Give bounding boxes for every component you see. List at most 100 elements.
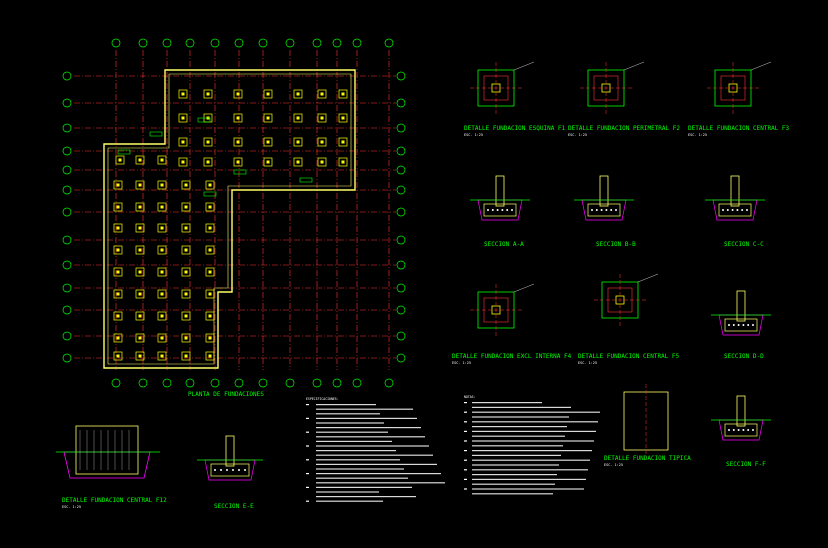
grid-bubble-top: [185, 38, 195, 48]
footing-pad: [181, 289, 191, 299]
note-bullet: [306, 417, 309, 419]
detail-f1-scale: ESC. 1:25: [464, 133, 483, 137]
foundation-details: [56, 61, 772, 481]
column: [296, 92, 300, 96]
column: [341, 140, 345, 144]
column: [160, 158, 164, 162]
grid-bubble-right: [396, 71, 406, 81]
footing-pad: [293, 137, 303, 147]
footing-pad: [317, 89, 327, 99]
column: [116, 270, 120, 274]
column: [160, 270, 164, 274]
detail-leader: [750, 61, 772, 71]
note-line: [316, 445, 429, 447]
section-rebar: [501, 209, 504, 211]
footing-pad: [157, 311, 167, 321]
column: [184, 248, 188, 252]
grid-bubble-right: [396, 123, 406, 133]
section-rebar: [226, 469, 228, 471]
grid-bubble-bottom: [285, 378, 295, 388]
grid-bubble-top: [332, 38, 342, 48]
building-outline-inner: [107, 73, 352, 365]
note-bullet: [464, 411, 467, 413]
grid-bubble-bottom: [185, 378, 195, 388]
footing-pad: [181, 223, 191, 233]
section-rebar: [747, 429, 750, 431]
note-line: [316, 417, 417, 419]
section-rebar: [232, 469, 234, 471]
grid-bubble-right: [396, 185, 406, 195]
section-rebar: [742, 324, 745, 326]
column: [181, 140, 185, 144]
note-line: [316, 473, 441, 475]
column: [138, 314, 142, 318]
column: [296, 140, 300, 144]
detail-f5-scale: ESC. 1:25: [578, 361, 597, 365]
footing-pad: [135, 155, 145, 165]
footing-pad: [317, 113, 327, 123]
footing-pad: [113, 223, 123, 233]
section-e-title: SECCION E-E: [214, 503, 254, 510]
footing-pad: [113, 351, 123, 361]
grid-bubble-bottom: [352, 378, 362, 388]
grid-bubble-bottom: [258, 378, 268, 388]
footing-pad: [178, 89, 188, 99]
grid-bubble-right: [396, 235, 406, 245]
section-rebar: [732, 324, 735, 326]
footing-pad: [135, 351, 145, 361]
section-rebar: [238, 469, 240, 471]
section-d-title: SECCION D-D: [724, 353, 764, 360]
note-line: [472, 474, 557, 476]
section-c-title: SECCION C-C: [724, 241, 764, 248]
column: [320, 160, 324, 164]
footing-pad: [157, 245, 167, 255]
footing-pad: [113, 311, 123, 321]
section-rebar: [728, 324, 730, 326]
footing-pad: [181, 245, 191, 255]
footing-pad: [135, 333, 145, 343]
grid-bubble-left: [62, 71, 72, 81]
footing-pad: [338, 89, 348, 99]
detail-f3-title: DETALLE FUNDACION CENTRAL F3: [688, 125, 790, 132]
column: [208, 183, 212, 187]
column: [206, 92, 210, 96]
note-line: [472, 478, 586, 480]
section-footing: [210, 463, 250, 477]
column: [296, 116, 300, 120]
grid-bubble-left: [62, 207, 72, 217]
section-rebar: [244, 469, 246, 471]
note-line: [316, 427, 421, 429]
footing-pad: [233, 137, 243, 147]
section-rebar: [615, 209, 617, 211]
footing-tag: [149, 131, 163, 137]
footing-pad: [135, 267, 145, 277]
footing-pad: [135, 245, 145, 255]
column: [181, 116, 185, 120]
note-line: [316, 500, 383, 502]
footing-pad: [205, 351, 215, 361]
note-bullet: [464, 402, 467, 404]
section-footing: [483, 203, 517, 217]
note-line: [472, 483, 555, 485]
detail-leader: [513, 61, 535, 71]
notes-left-heading: ESPECIFICACIONES:: [306, 397, 339, 401]
footing-pad: [181, 267, 191, 277]
column: [341, 160, 345, 164]
footing-pad: [113, 245, 123, 255]
column: [341, 116, 345, 120]
column: [236, 140, 240, 144]
section-rebar: [737, 429, 740, 431]
notes-right-heading: NOTAS:: [464, 395, 476, 399]
grid-bubble-left: [62, 353, 72, 363]
footing-pad: [203, 137, 213, 147]
note-line: [316, 450, 396, 452]
note-line: [316, 477, 408, 479]
grid-bubble-bottom: [234, 378, 244, 388]
note-line: [472, 440, 594, 442]
column: [160, 183, 164, 187]
section-rebar: [487, 209, 489, 211]
section-rebar: [736, 209, 739, 211]
note-line: [316, 413, 380, 415]
footing-tag: [203, 191, 217, 197]
